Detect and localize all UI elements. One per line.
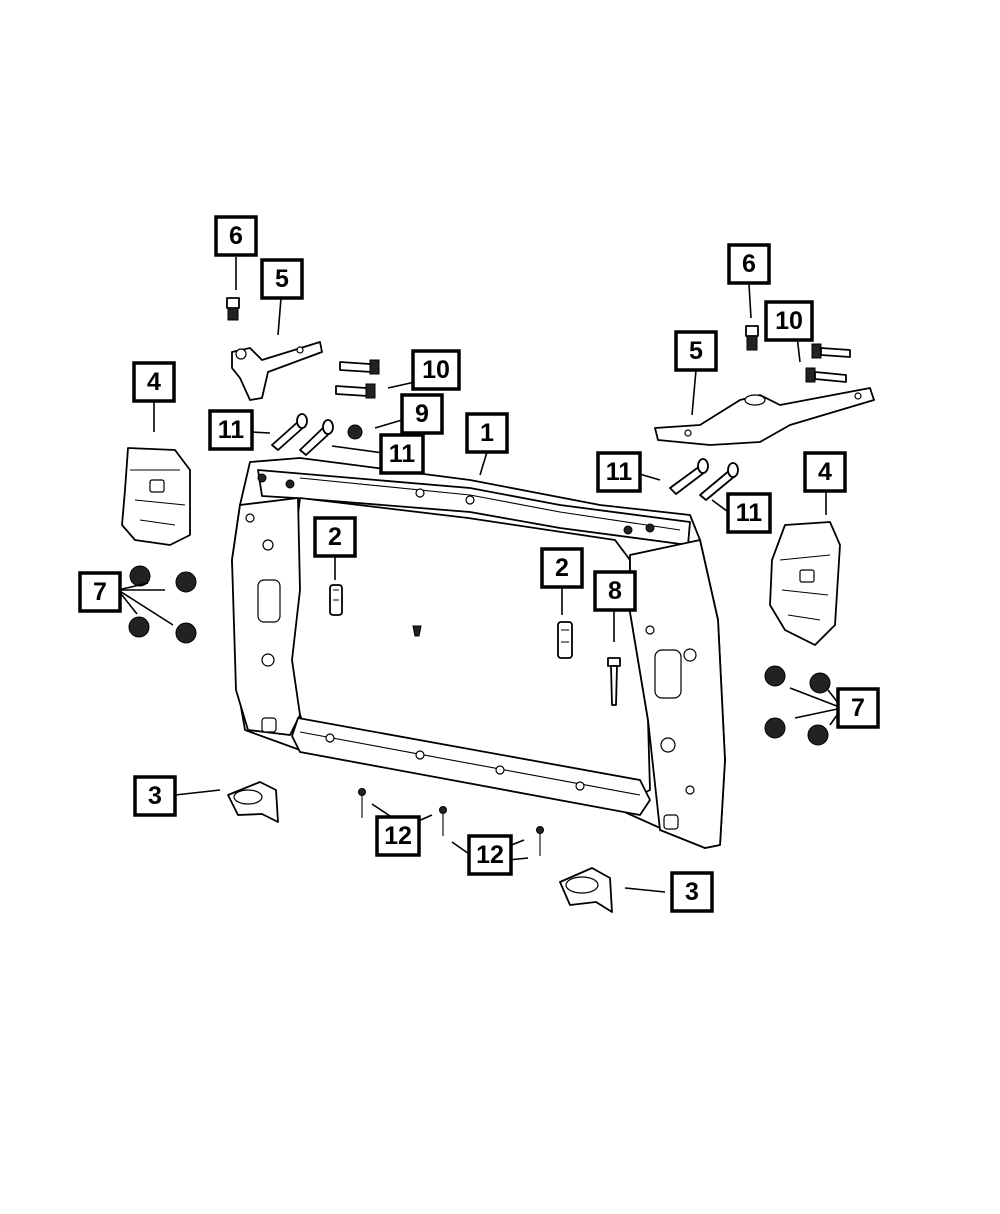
callout-12-right: 12	[467, 834, 513, 876]
callout-11-d: 11	[726, 492, 772, 534]
bolt-group-part-10-left	[335, 359, 380, 399]
callout-4-right: 4	[803, 451, 847, 493]
callout-5-left: 5	[260, 258, 304, 300]
svg-text:4: 4	[147, 368, 161, 396]
bracket-part-4-left	[121, 447, 191, 546]
svg-text:12: 12	[476, 841, 504, 869]
svg-text:11: 11	[218, 416, 245, 444]
callout-2-left: 2	[313, 516, 357, 558]
bracket-part-3-left	[227, 781, 279, 823]
bolt-group-part-11	[271, 413, 739, 501]
bolt-group-part-10-right	[805, 343, 851, 383]
callout-8: 8	[593, 570, 637, 612]
svg-text:3: 3	[685, 878, 699, 906]
bracket-part-4-right	[769, 521, 841, 646]
bolt-group-part-7-right	[764, 665, 831, 746]
bracket-part-3-right	[559, 867, 613, 913]
callout-11-b: 11	[379, 433, 425, 475]
svg-text:4: 4	[818, 458, 832, 486]
svg-text:12: 12	[384, 822, 412, 850]
svg-text:7: 7	[851, 694, 865, 722]
svg-text:7: 7	[93, 578, 107, 606]
svg-text:8: 8	[608, 577, 622, 605]
svg-text:9: 9	[415, 400, 429, 428]
callout-11-a: 11	[208, 409, 254, 451]
bracket-part-5-left	[231, 341, 323, 401]
svg-text:6: 6	[742, 250, 756, 278]
callout-7-left: 7	[78, 571, 122, 613]
nut-part-9	[347, 424, 363, 440]
bolt-part-8	[607, 657, 621, 706]
callout-6-right: 6	[727, 243, 771, 285]
svg-text:11: 11	[606, 458, 633, 486]
callout-4-left: 4	[132, 361, 176, 403]
screw-group-part-12	[358, 788, 544, 856]
svg-text:5: 5	[275, 265, 289, 293]
svg-text:10: 10	[775, 307, 803, 335]
svg-text:2: 2	[328, 523, 342, 551]
radiator-support-frame	[231, 457, 726, 849]
callout-10-right: 10	[764, 300, 814, 342]
callout-6-left: 6	[214, 215, 258, 257]
bracket-part-5-right	[654, 387, 875, 446]
svg-text:11: 11	[736, 499, 763, 527]
callout-12-left: 12	[375, 815, 421, 857]
callout-10-left: 10	[411, 349, 461, 391]
callout-5-right: 5	[674, 330, 718, 372]
svg-text:10: 10	[422, 356, 450, 384]
bolt-group-part-7-left	[128, 565, 197, 644]
svg-text:2: 2	[555, 554, 569, 582]
leader-lines	[117, 257, 843, 893]
nut-part-6-right	[745, 325, 759, 351]
nut-part-6-left	[226, 297, 240, 321]
callout-7-right: 7	[836, 687, 880, 729]
callout-1: 1	[465, 412, 509, 454]
svg-text:5: 5	[689, 337, 703, 365]
callout-3-left: 3	[133, 775, 177, 817]
svg-text:6: 6	[229, 222, 243, 250]
svg-text:11: 11	[389, 440, 416, 468]
svg-text:3: 3	[148, 782, 162, 810]
callout-2-right: 2	[540, 547, 584, 589]
svg-text:1: 1	[480, 419, 494, 447]
callout-3-right: 3	[670, 871, 714, 913]
clip-part-2-left	[329, 584, 343, 616]
clip-part-2-right	[557, 621, 573, 659]
callout-11-c: 11	[596, 451, 642, 493]
callout-9: 9	[400, 393, 444, 435]
